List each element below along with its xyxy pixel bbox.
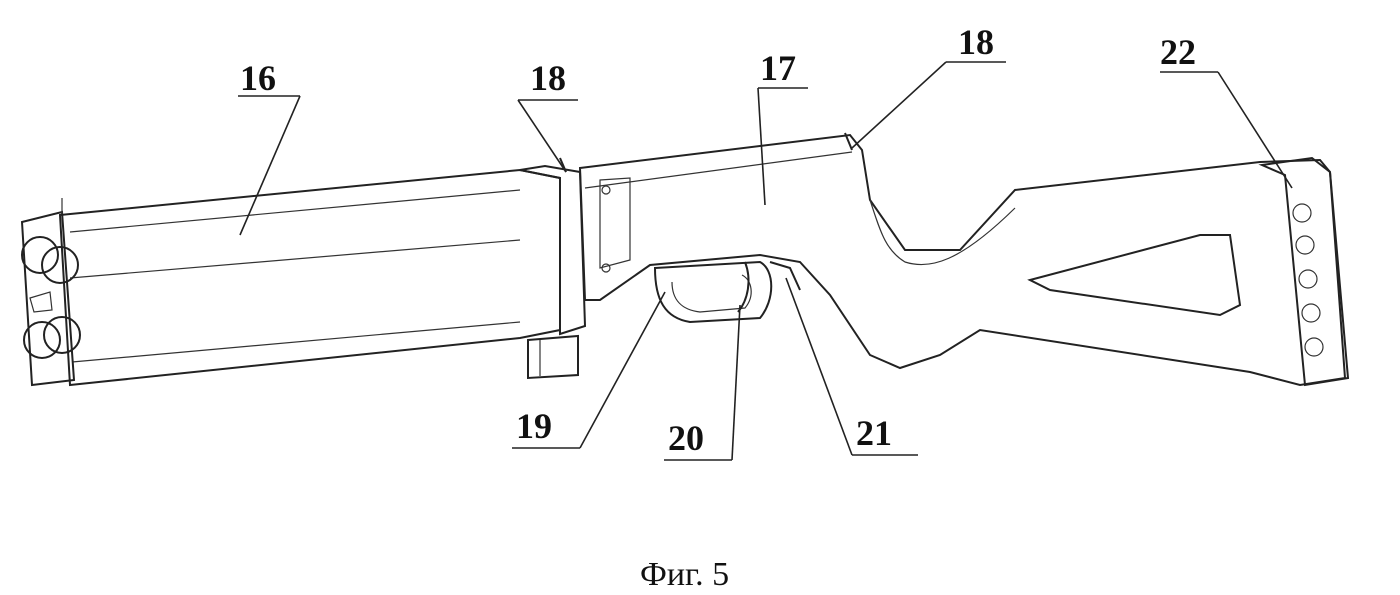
label-21: 21 — [856, 413, 892, 453]
buttplate-hole — [1304, 337, 1324, 357]
tube-assembly — [20, 164, 587, 387]
leader-lines — [238, 61, 1293, 461]
barrel-circle — [21, 236, 59, 274]
figure-caption: Фиг. 5 — [640, 556, 729, 593]
label-18-right: 18 — [958, 22, 994, 62]
label-19: 19 — [516, 406, 552, 446]
buttplate-hole — [1298, 269, 1318, 289]
barrel-circle — [41, 246, 79, 284]
receiver-body — [559, 132, 1350, 387]
trigger-guard — [653, 260, 773, 324]
label-16: 16 — [240, 58, 276, 98]
buttplate-hole — [1295, 235, 1315, 255]
label-20: 20 — [668, 418, 704, 458]
buttplate-hole — [1301, 303, 1321, 323]
barrel-circle — [23, 321, 61, 359]
buttplate-hole — [1292, 203, 1312, 223]
reference-labels: 16 18 17 18 22 19 20 21 — [240, 22, 1196, 458]
label-22: 22 — [1160, 32, 1196, 72]
safety-lever — [769, 261, 801, 291]
label-17: 17 — [760, 48, 796, 88]
label-18-left: 18 — [530, 58, 566, 98]
barrel-circle — [43, 316, 81, 354]
